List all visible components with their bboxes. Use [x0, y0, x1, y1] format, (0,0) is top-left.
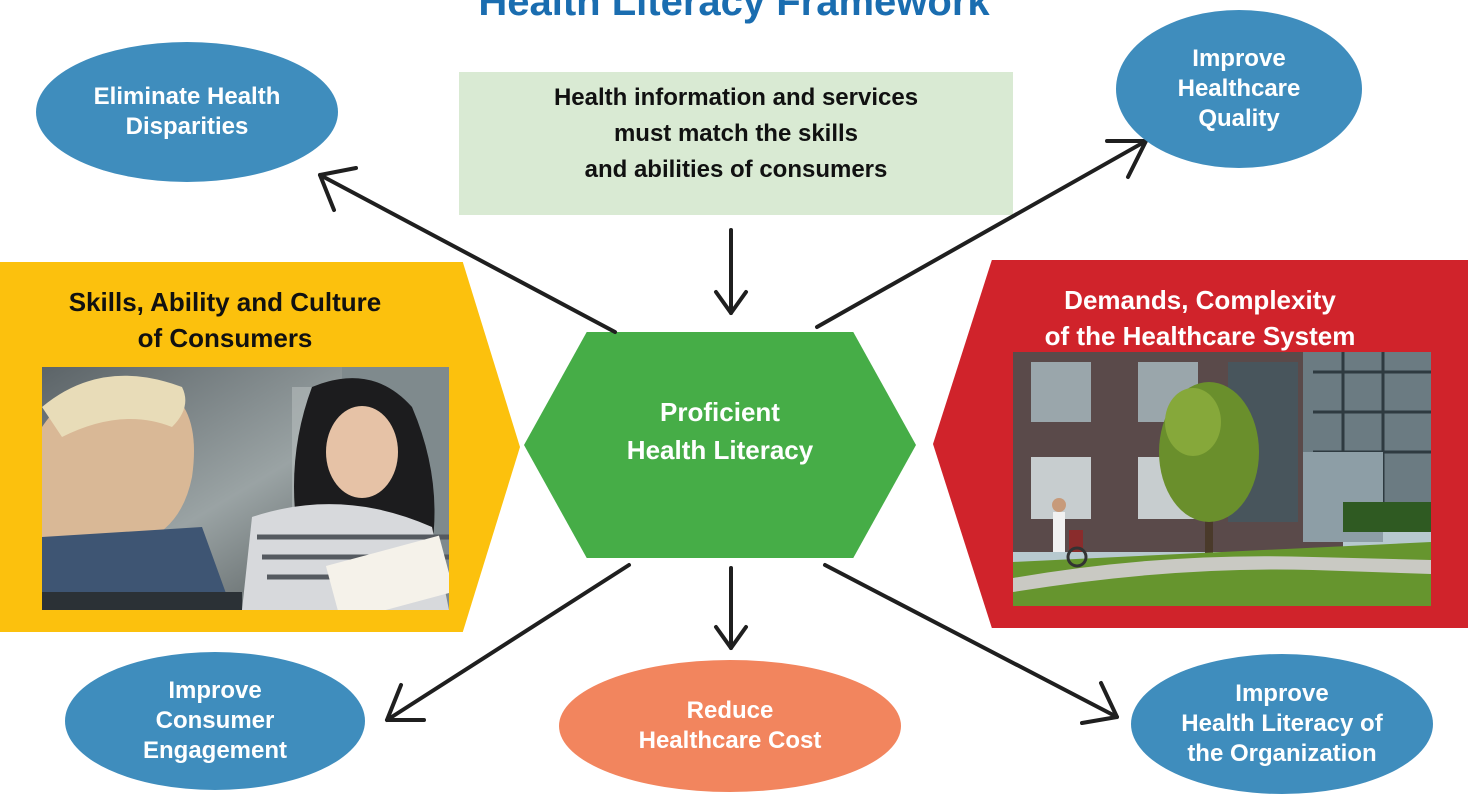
outcome-quality: Improve Healthcare Quality [1116, 10, 1362, 168]
healthcare-building-photo [1013, 352, 1431, 606]
consumers-photo [42, 367, 449, 610]
outcome-cost-label: Reduce Healthcare Cost [638, 697, 822, 754]
outcome-engagement: Improve Consumer Engagement [65, 652, 365, 790]
system-panel-title: Demands, Complexity of the Healthcare Sy… [1044, 285, 1356, 351]
outcome-organization: Improve Health Literacy of the Organizat… [1131, 654, 1433, 794]
outcome-cost: Reduce Healthcare Cost [559, 660, 901, 792]
page-title: Health Literacy Framework [478, 0, 990, 24]
hub-hexagon [524, 332, 916, 558]
message-text: Health information and services must mat… [553, 84, 919, 183]
outcome-disparities-label: Eliminate Health Disparities [93, 83, 281, 140]
outcome-engagement-label: Improve Consumer Engagement [142, 677, 288, 764]
hub-label: Proficient Health Literacy [626, 397, 814, 465]
outcome-disparities: Eliminate Health Disparities [36, 42, 338, 182]
consumer-panel-title: Skills, Ability and Culture of Consumers [68, 287, 382, 353]
outcome-quality-label: Improve Healthcare Quality [1177, 45, 1301, 132]
outcome-organization-label: Improve Health Literacy of the Organizat… [1181, 680, 1383, 767]
